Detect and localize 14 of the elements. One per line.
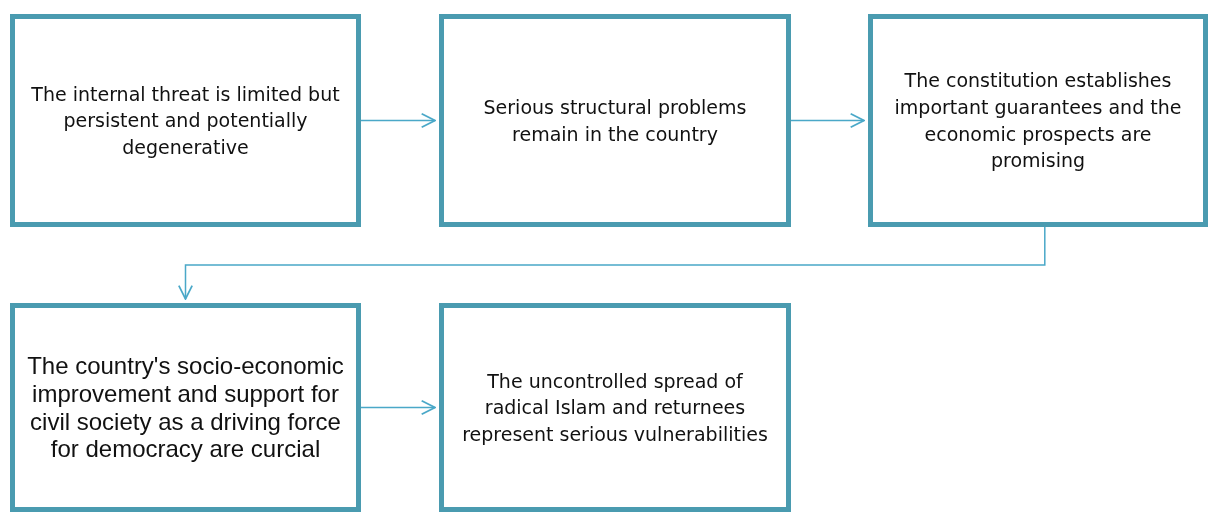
arrow [790, 112, 865, 129]
box-text: The uncontrolled spread of radical Islam and returnees represent serious vulnerabilities [461, 368, 769, 447]
box-text: The constitution establishes important guarantees and the economic prospects are promising [893, 68, 1183, 174]
box-text: Serious structural problems remain in the country [482, 94, 748, 147]
arrow [360, 112, 436, 129]
process-box [10, 303, 361, 512]
process-box [868, 14, 1208, 227]
arrow [177, 226, 1046, 300]
box-text: The internal threat is limited but persistent and potentially degenerative [30, 81, 341, 160]
arrow [360, 399, 436, 416]
process-box [10, 14, 361, 227]
process-box [439, 14, 791, 227]
process-box [439, 303, 791, 512]
box-text: The country's socio-economic improvement and support for civil society as a driving force for democracy are curcial [27, 352, 344, 463]
